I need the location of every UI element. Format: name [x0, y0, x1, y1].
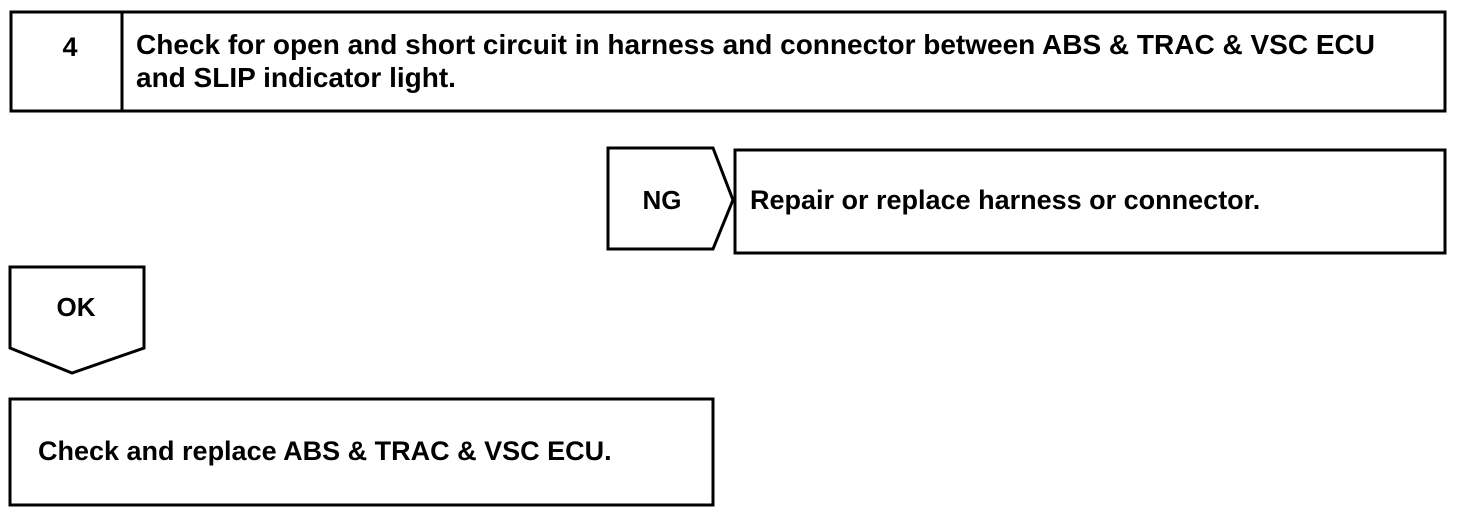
step-title: Check for open and short circuit in harn…: [136, 29, 1375, 93]
step-box: [9, 10, 1447, 113]
step-number: 4: [62, 32, 78, 62]
ok-label: OK: [56, 292, 96, 322]
final-action-text: Check and replace ABS & TRAC & VSC ECU.: [38, 436, 612, 466]
ng-action-box: [733, 148, 1447, 255]
final-action-box: [8, 397, 715, 507]
ng-action-text: Repair or replace harness or connector.: [750, 185, 1261, 215]
ng-label: NG: [642, 185, 682, 215]
ng-arrow-shape: [606, 146, 735, 251]
ok-arrow-shape: [8, 265, 146, 375]
